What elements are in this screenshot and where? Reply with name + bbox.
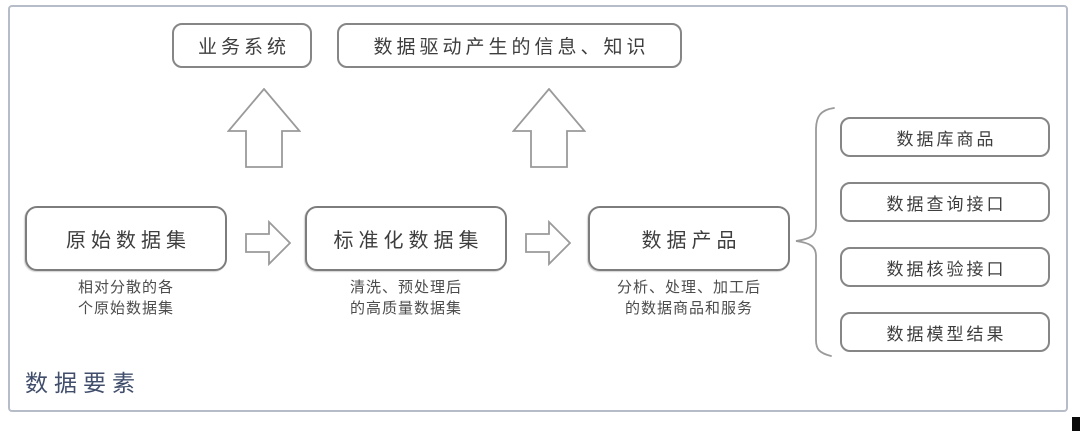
- node-business-system: 业务系统: [172, 23, 312, 68]
- node-label: 原始数据集: [66, 230, 191, 252]
- up-arrow-icon: [227, 88, 301, 168]
- caption-data-product: 分析、处理、加工后 的数据商品和服务: [616, 279, 761, 317]
- node-data-model-result: 数据模型结果: [840, 312, 1050, 352]
- node-raw-dataset: 原始数据集: [25, 206, 227, 271]
- node-label: 数据驱动产生的信息、知识: [373, 37, 650, 58]
- node-label: 数据产品: [641, 230, 742, 252]
- corner-artifact: [1072, 417, 1080, 431]
- node-database-goods: 数据库商品: [840, 117, 1050, 157]
- node-label: 数据模型结果: [886, 324, 1007, 344]
- node-data-product: 数据产品: [588, 206, 790, 271]
- diagram-title: 数据要素: [25, 371, 141, 396]
- up-arrow-icon: [512, 88, 586, 168]
- brace-icon: [795, 107, 835, 357]
- node-label: 数据核验接口: [886, 259, 1007, 279]
- right-arrow-icon: [525, 220, 571, 266]
- node-label: 数据库商品: [896, 129, 997, 149]
- node-standardized-dataset: 标准化数据集: [305, 206, 507, 271]
- caption-standardized-dataset: 清洗、预处理后 的高质量数据集: [349, 279, 462, 317]
- caption-raw-dataset: 相对分散的各 个原始数据集: [77, 279, 174, 317]
- right-arrow-icon: [245, 220, 291, 266]
- node-data-verification-api: 数据核验接口: [840, 247, 1050, 287]
- node-data-query-api: 数据查询接口: [840, 182, 1050, 222]
- node-label: 业务系统: [197, 37, 290, 58]
- node-label: 数据查询接口: [886, 194, 1007, 214]
- node-data-driven-info: 数据驱动产生的信息、知识: [337, 23, 682, 68]
- node-label: 标准化数据集: [333, 230, 484, 252]
